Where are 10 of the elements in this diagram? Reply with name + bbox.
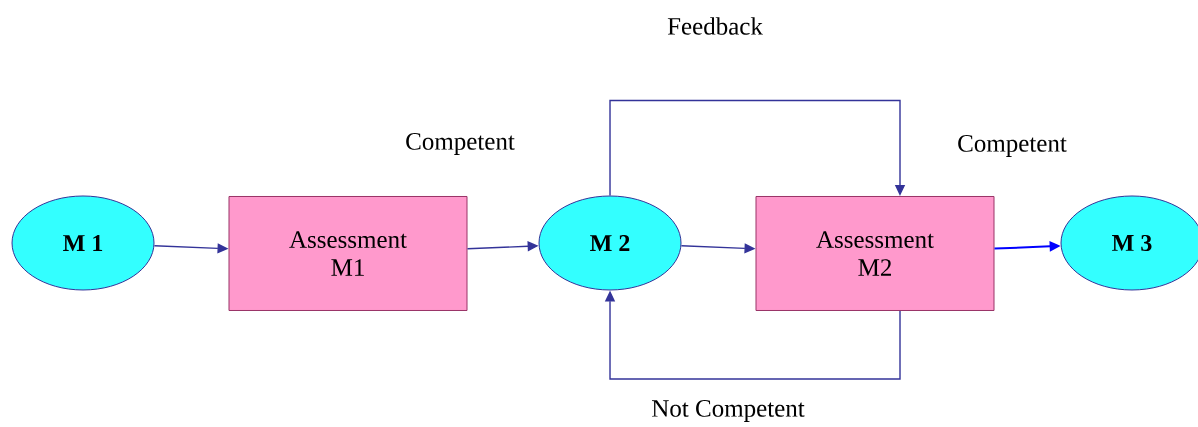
edge-label: Competent bbox=[404, 132, 516, 156]
oval-node: M 2 bbox=[538, 195, 682, 291]
oval-node: M 3 bbox=[1060, 195, 1198, 291]
edge-label: Not Competent bbox=[650, 399, 806, 423]
process-box: Assessment M1 bbox=[228, 196, 468, 311]
oval-node: M 1 bbox=[11, 195, 155, 291]
arrow bbox=[609, 99, 906, 197]
edge-label: Feedback bbox=[666, 16, 764, 36]
edge-label: Competent bbox=[956, 134, 1068, 158]
process-box: Assessment M2 bbox=[755, 196, 995, 311]
